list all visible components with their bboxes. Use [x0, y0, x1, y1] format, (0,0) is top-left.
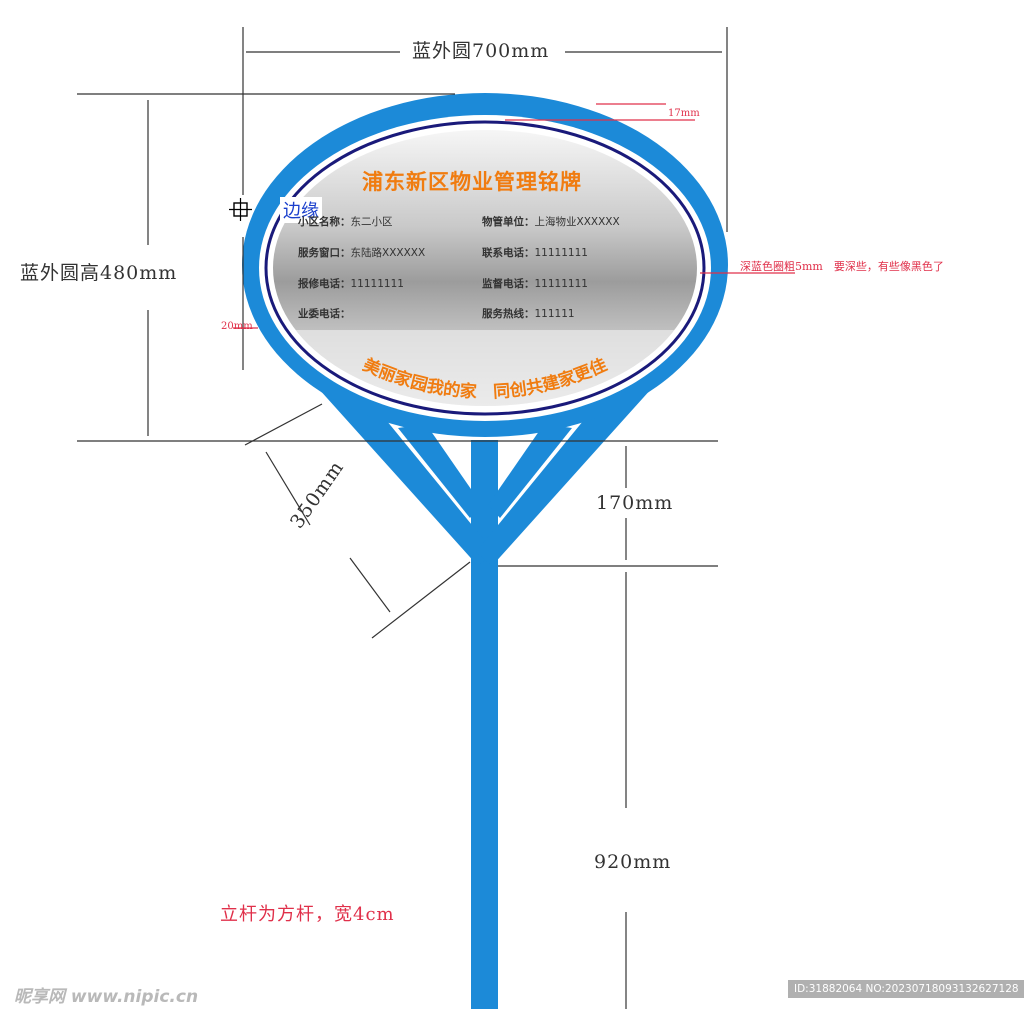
dimension-lines	[77, 27, 795, 1009]
border-side-label: 20mm	[221, 321, 253, 332]
pole-height-label: 920mm	[594, 851, 672, 873]
field-service-hotline: 服务热线：111111	[482, 308, 575, 320]
left-brace	[318, 366, 494, 566]
right-inner-brace	[488, 424, 572, 518]
outer-height-label: 蓝外圆高480mm	[20, 262, 178, 284]
field-repair-phone: 报修电话：11111111	[298, 278, 404, 290]
sign-title: 浦东新区物业管理铭牌	[362, 170, 582, 194]
field-service-window: 服务窗口：东陆路XXXXXX	[298, 247, 426, 259]
right-brace	[476, 366, 652, 566]
selection-handle-icon	[229, 198, 252, 221]
field-community-name: 小区名称：东二小区	[298, 216, 393, 228]
pole-and-bracket	[318, 366, 652, 1009]
pole	[471, 440, 498, 1009]
neck-height-label: 170mm	[596, 492, 674, 514]
watermark-left: 昵享网 www.nipic.cn	[14, 987, 199, 1007]
ring-note: 深蓝色圈粗5mm 要深些，有些像黑色了	[740, 260, 944, 273]
field-committee-phone: 业委电话：	[298, 308, 351, 320]
outer-width-label: 蓝外圆700mm	[412, 40, 550, 62]
field-supervision-phone: 监督电话：11111111	[482, 278, 588, 290]
field-contact-phone: 联系电话：11111111	[482, 247, 588, 259]
field-management-unit: 物管单位：上海物业XXXXXX	[482, 216, 620, 228]
watermark-right: ID:31882064 NO:20230718093132627128	[788, 980, 1024, 998]
left-inner-brace	[398, 424, 482, 518]
edge-label: 边缘	[280, 197, 322, 223]
border-top-label: 17mm	[668, 108, 700, 119]
pole-note: 立杆为方杆，宽4cm	[220, 904, 395, 925]
